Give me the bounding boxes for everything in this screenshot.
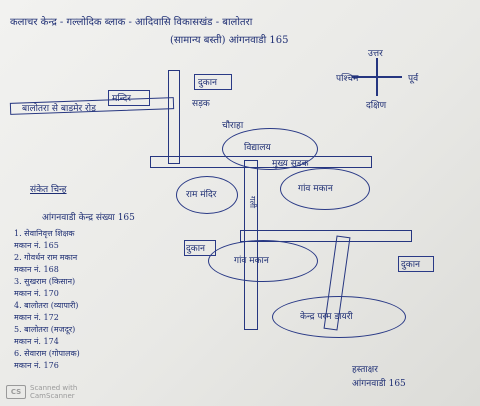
compass-east: पूर्व [408, 74, 419, 84]
right-shop-label: दुकान [401, 260, 421, 270]
shop-box-top [194, 74, 232, 90]
mid-house-label: गांव मकान [234, 256, 269, 266]
compass-north: उत्तर [368, 49, 383, 59]
compass-west: पश्चिम [336, 74, 359, 84]
legend-item: मकान नं. 168 [14, 265, 59, 274]
small-shop-label: दुकान [186, 244, 206, 254]
house-right-area [280, 168, 370, 210]
compass-ew-line [352, 76, 402, 78]
legend-item: 4. बालोतरा (व्यापारी) [14, 301, 79, 310]
legend-item: मकान नं. 172 [14, 313, 59, 322]
compass-south: दक्षिण [366, 101, 387, 111]
shop-top-label: दुकान [198, 78, 218, 88]
vertical-road-left [168, 70, 180, 164]
school-area [222, 128, 318, 170]
right-shop-box [398, 256, 434, 272]
legend-item: 6. सेवाराम (गोपालक) [14, 349, 80, 358]
header-title: कलाचर केन्द्र - गल्लोदिक ब्लाक - आदिवासि… [10, 17, 253, 28]
school-label: विद्यालय [244, 143, 271, 153]
temple-label: मन्दिर [112, 94, 131, 104]
bottom-house-label: केन्द्र परम डायरी [300, 312, 353, 322]
camscanner-logo-icon: CS [6, 385, 26, 399]
header-subtitle: (सामान्य बस्ती) आंगनवाडी 165 [170, 35, 289, 46]
signature-line1: हस्ताक्षर [352, 365, 378, 375]
legend-item: मकान नं. 176 [14, 361, 59, 370]
house-right-label: गांव मकान [298, 184, 333, 194]
legend-item: 5. बालोतरा (मजदूर) [14, 325, 76, 334]
legend-item: 2. गोवर्धन राम मकान [14, 253, 78, 262]
mid-house-area [208, 240, 318, 282]
legend-item: 1. सेवानिवृत्त शिक्षक [14, 229, 75, 238]
signature-line2: आंगनवाडी 165 [352, 379, 406, 389]
legend-item: 3. सुखराम (किसान) [14, 277, 76, 286]
house-left-area [176, 176, 238, 214]
legend-title: संकेत चिन्ह [30, 185, 67, 195]
lane-label: गली [248, 196, 257, 208]
top-road-label: बालोतरा से बाड़मेर रोड [22, 104, 96, 114]
bottom-house-area [272, 296, 406, 338]
legend-item: मकान नं. 165 [14, 241, 59, 250]
crossroad-label: चौराहा [222, 121, 244, 131]
house-left-label: राम मंदिर [186, 190, 217, 200]
legend-item: मकान नं. 174 [14, 337, 59, 346]
lower-road [240, 230, 412, 242]
legend-heading: आंगनवाडी केन्द्र संख्या 165 [42, 213, 135, 223]
road-name-label: सड़क [192, 99, 210, 109]
small-shop-box [184, 240, 216, 256]
camscanner-watermark: CS Scanned with CamScanner [6, 384, 77, 400]
watermark-text: Scanned with CamScanner [30, 384, 78, 400]
legend-item: मकान नं. 170 [14, 289, 59, 298]
temple-box [108, 90, 150, 106]
